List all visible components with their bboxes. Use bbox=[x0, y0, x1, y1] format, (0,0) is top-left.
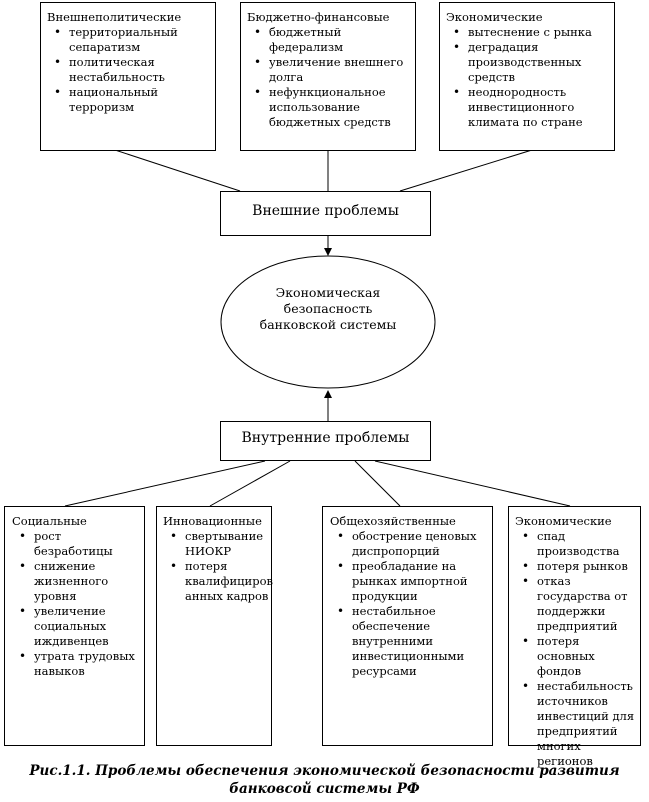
list-item: увеличение социальных иждивенцев bbox=[19, 604, 142, 649]
list-item: рост безработицы bbox=[19, 529, 142, 559]
center-label-line: банковской системы bbox=[259, 317, 397, 332]
list-item: нефункциональное использование бюджетных… bbox=[254, 85, 412, 130]
internal-group-general: Общехозяйственные обострение ценовых дис… bbox=[330, 514, 490, 679]
group-title: Внешнеполитические bbox=[47, 10, 182, 24]
list-item: преобладание на рынках импортной продукц… bbox=[337, 559, 490, 604]
external-group-budget: Бюджетно-финансовые бюджетный федерализм… bbox=[247, 10, 412, 130]
list-item: политическая нестабильность bbox=[54, 55, 212, 85]
list-item: свертывание НИОКР bbox=[170, 529, 271, 559]
list-item: нестабильное обеспечение внутренними инв… bbox=[337, 604, 490, 679]
center-label-line: безопасность bbox=[283, 301, 373, 316]
list-item: национальный терроризм bbox=[54, 85, 212, 115]
external-problems-box bbox=[220, 191, 431, 236]
list-item: снижение жизненного уровня bbox=[19, 559, 142, 604]
connector-line bbox=[209, 460, 291, 507]
center-label: Экономическая безопасность банковской си… bbox=[228, 285, 428, 333]
group-title: Общехозяйственные bbox=[330, 514, 456, 528]
list-item: территориальный сепаратизм bbox=[54, 25, 212, 55]
internal-group-economic: Экономические спад производства потеря р… bbox=[515, 514, 640, 769]
group-title: Социальные bbox=[12, 514, 87, 528]
list-item: вытеснение с рынка bbox=[453, 25, 611, 40]
connector-line bbox=[64, 460, 266, 507]
list-item: потеря рынков bbox=[522, 559, 640, 574]
group-title: Экономические bbox=[515, 514, 612, 528]
center-ellipse bbox=[220, 255, 436, 389]
caption-line: банковсой системы РФ bbox=[229, 781, 420, 797]
internal-problems-label: Внутренние проблемы bbox=[241, 430, 410, 446]
internal-group-social: Социальные рост безработицы снижение жиз… bbox=[12, 514, 142, 679]
list-item: обострение ценовых диспропорций bbox=[337, 529, 490, 559]
list-item: утрата трудовых навыков bbox=[19, 649, 142, 679]
internal-group-innovation: Инновационные свертывание НИОКР потеря к… bbox=[163, 514, 273, 604]
list-item: увеличение внешнего долга bbox=[254, 55, 412, 85]
connector-line bbox=[374, 460, 571, 507]
list-item: спад производства bbox=[522, 529, 640, 559]
list-item: неоднородность инвестиционного климата п… bbox=[453, 85, 611, 130]
list-item: бюджетный федерализм bbox=[254, 25, 412, 55]
connector-line bbox=[114, 149, 241, 192]
group-title: Экономические bbox=[446, 10, 543, 24]
list-item: отказ государства от поддержки предприят… bbox=[522, 574, 640, 634]
connector-line bbox=[399, 149, 533, 192]
list-item: потеря основных фондов bbox=[522, 634, 640, 679]
internal-problems-box bbox=[220, 421, 431, 461]
figure-caption: Рис.1.1. Проблемы обеспечения экономичес… bbox=[0, 762, 649, 798]
list-item: потеря квалифициров анных кадров bbox=[170, 559, 273, 604]
caption-line: Рис.1.1. Проблемы обеспечения экономичес… bbox=[29, 763, 620, 779]
external-problems-label: Внешние проблемы bbox=[252, 203, 399, 219]
list-item: деградация производственных средств bbox=[453, 40, 611, 85]
group-title: Бюджетно-финансовые bbox=[247, 10, 390, 24]
list-item: нестабильность источников инвестиций для… bbox=[522, 679, 640, 769]
external-group-political: Внешнеполитические территориальный сепар… bbox=[47, 10, 212, 115]
center-label-line: Экономическая bbox=[275, 285, 381, 300]
connector-line bbox=[354, 460, 401, 507]
external-group-economic: Экономические вытеснение с рынка деграда… bbox=[446, 10, 611, 130]
group-title: Инновационные bbox=[163, 514, 262, 528]
